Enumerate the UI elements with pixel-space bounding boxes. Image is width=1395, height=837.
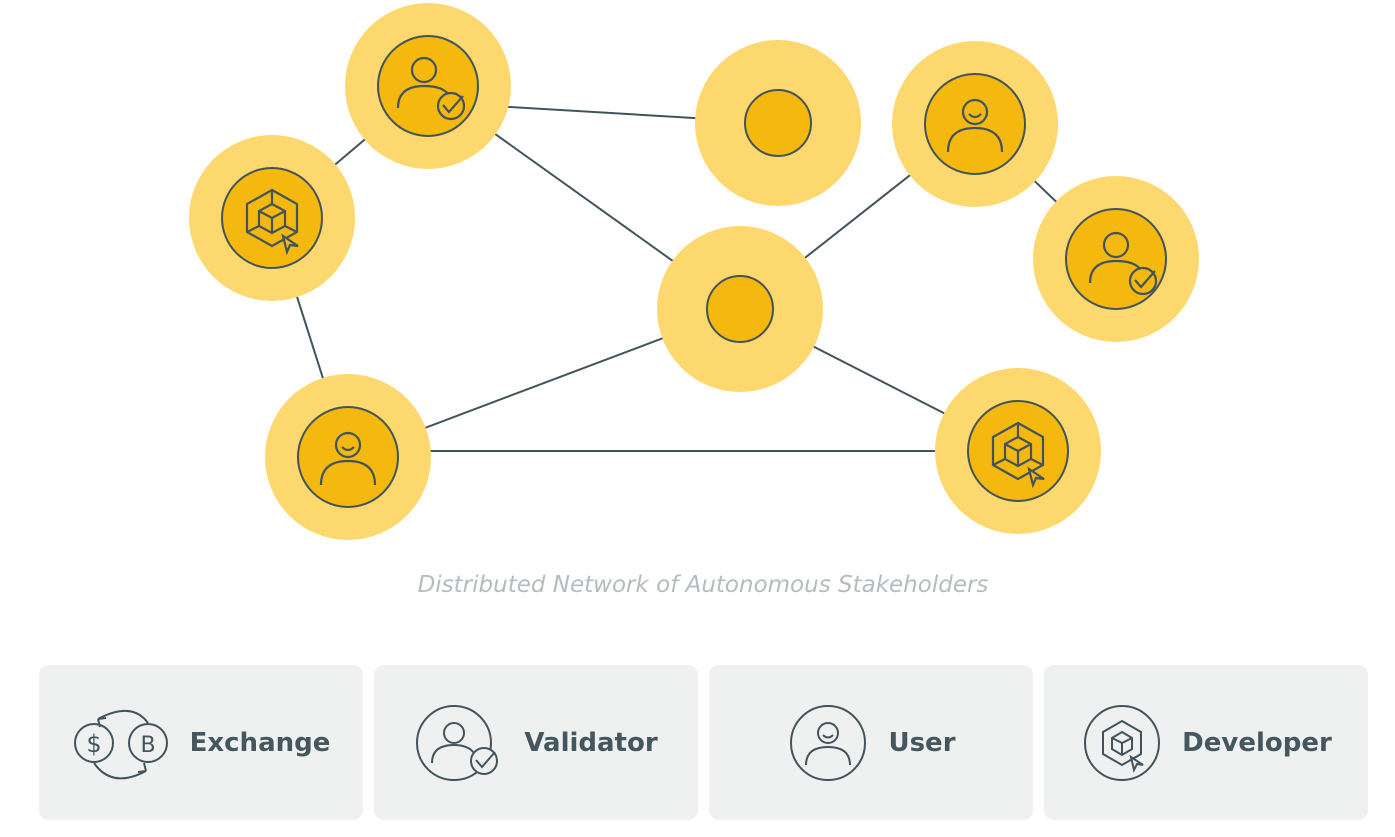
node-developer	[935, 368, 1101, 534]
node-user	[265, 374, 431, 540]
node-developer	[189, 135, 355, 301]
node-validator	[345, 3, 511, 169]
node-validator	[1033, 176, 1199, 342]
diagram-caption: Distributed Network of Autonomous Stakeh…	[417, 572, 989, 598]
user-icon	[790, 704, 867, 781]
validator-icon	[416, 704, 499, 781]
svg-text:$: $	[86, 730, 101, 758]
node-user	[892, 41, 1058, 207]
legend-validator: Validator	[374, 665, 698, 820]
legend-label: Developer	[1182, 727, 1332, 758]
node-hub	[695, 40, 861, 206]
legend-developer: Developer	[1044, 665, 1368, 820]
legend-user: User	[709, 665, 1033, 820]
developer-icon	[1084, 704, 1161, 781]
exchange-icon: $ B	[73, 709, 168, 779]
legend-label: User	[888, 727, 956, 758]
legend-label: Validator	[524, 727, 658, 758]
svg-text:B: B	[140, 733, 155, 758]
node-hub	[657, 226, 823, 392]
legend-exchange: $ B Exchange	[39, 665, 363, 820]
legend-label: Exchange	[189, 727, 331, 758]
network-diagram	[189, 3, 1199, 540]
